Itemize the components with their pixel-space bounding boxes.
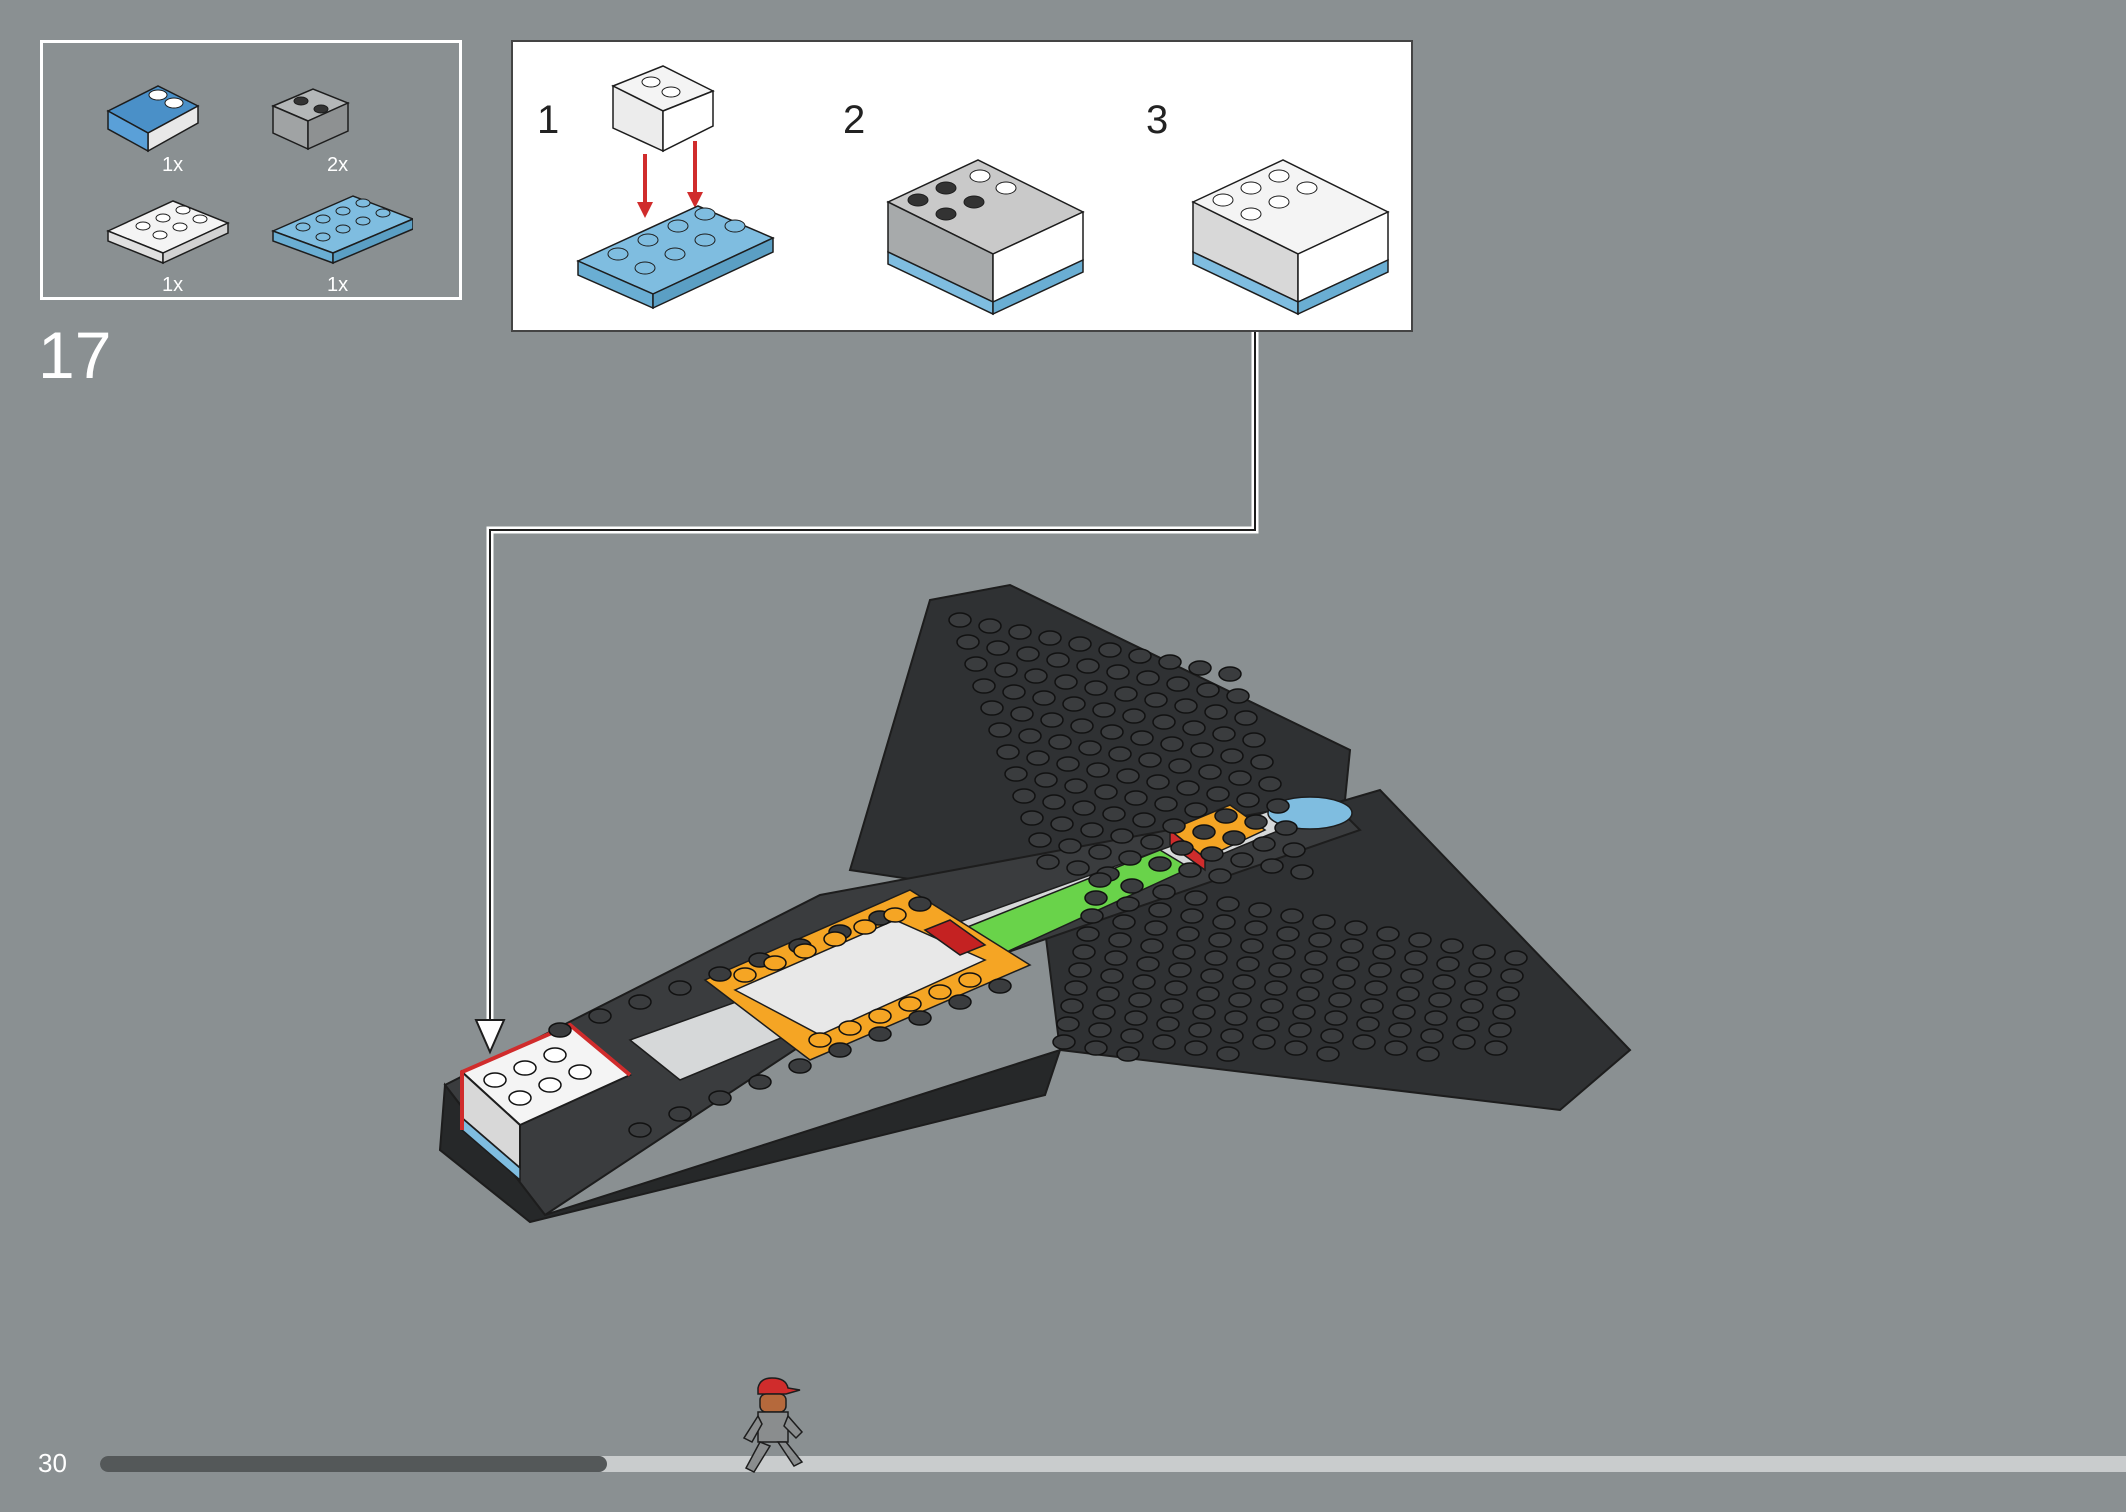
white-plate-icon (106, 200, 230, 265)
substep-3-label: 3 (1146, 98, 1169, 142)
part-grey-brick: 2x (263, 61, 413, 176)
grey-brick-icon (271, 88, 350, 151)
part-quantity: 1x (327, 274, 349, 296)
page-number: 30 (38, 1448, 67, 1478)
part-quantity: 2x (327, 154, 349, 176)
arrow-down-icon (474, 1019, 506, 1055)
substep-1-illustration (576, 65, 775, 310)
part-blue-slope: 1x (98, 61, 248, 176)
step-number: 17 (38, 318, 112, 392)
part-white-plate: 1x (98, 181, 248, 296)
substep-1-label: 1 (537, 98, 560, 142)
part-quantity: 1x (162, 154, 184, 176)
parts-list-box: 1x 2x 1x (40, 40, 462, 300)
blue-plate-icon (270, 195, 413, 265)
substep-3-illustration (1191, 159, 1390, 316)
substep-2-illustration (886, 159, 1085, 316)
substep-2-label: 2 (843, 98, 866, 142)
part-blue-plate: 1x (263, 181, 413, 296)
progress-fill (100, 1456, 607, 1472)
runner-minifigure-icon (742, 1377, 804, 1473)
part-quantity: 1x (162, 274, 184, 296)
progress-bar (100, 1456, 2126, 1472)
substeps-callout: 1 2 3 (511, 40, 1413, 332)
blue-slope-icon (106, 85, 200, 153)
